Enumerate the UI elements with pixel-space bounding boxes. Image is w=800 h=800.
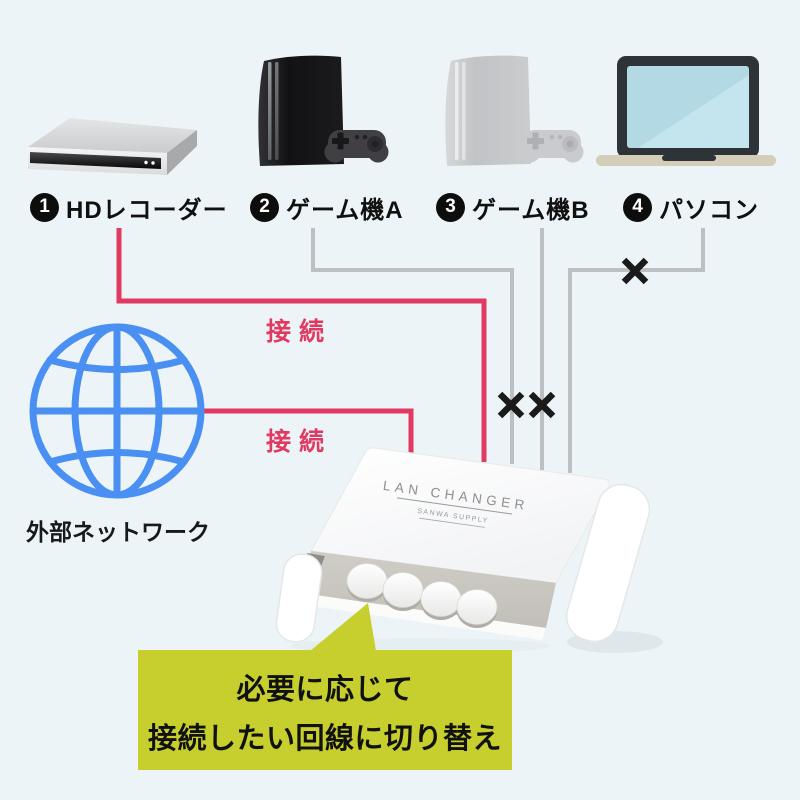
device-label-text: ゲーム機B xyxy=(472,196,590,224)
lan-changer-left-cap xyxy=(275,553,323,643)
callout-pointer xyxy=(310,603,376,651)
callout-bubble: 必要に応じて 接続したい回線に切り替え xyxy=(138,603,512,770)
selector-button-3 xyxy=(420,581,462,617)
globe-icon xyxy=(29,323,205,499)
disconnect-x-icon xyxy=(621,257,649,285)
lan-changer-right-cap xyxy=(565,483,651,643)
gamepad-icon xyxy=(519,130,584,163)
connection-label-2: 接続 xyxy=(266,428,333,456)
game-console-b-illustration xyxy=(445,55,584,166)
external-network-label: 外部ネットワーク xyxy=(26,519,210,545)
connection-label-1: 接続 xyxy=(266,318,333,346)
selector-button-1 xyxy=(346,563,388,599)
recorder-tray xyxy=(30,152,161,169)
connection-line-pc xyxy=(568,228,705,473)
device-label-4: 4 パソコン xyxy=(623,192,759,224)
disconnect-x-icon xyxy=(497,391,525,419)
device-label-2: 2 ゲーム機A xyxy=(250,192,404,224)
selector-button-4 xyxy=(456,589,498,625)
console-body xyxy=(445,55,531,166)
device-label-1: 1 HDレコーダー xyxy=(30,192,228,224)
device-label-text: ゲーム機A xyxy=(286,196,404,224)
gamepad-icon xyxy=(324,130,389,163)
device-label-text: パソコン xyxy=(659,196,759,224)
recorder-top xyxy=(28,118,197,153)
laptop-hinge-notch xyxy=(662,155,716,161)
selector-button-2 xyxy=(382,572,424,608)
device-number-badge: 3 xyxy=(436,192,465,222)
device-number-badge: 1 xyxy=(30,192,59,222)
hd-recorder-illustration xyxy=(28,118,197,175)
recorder-led xyxy=(144,160,148,165)
console-stripe xyxy=(275,62,279,160)
device-label-3: 3 ゲーム機B xyxy=(436,192,590,224)
game-console-a-illustration xyxy=(258,55,389,166)
callout-line-1: 必要に応じて xyxy=(236,673,414,706)
device-number-badge: 4 xyxy=(623,192,652,222)
connection-line-game-a xyxy=(311,228,514,464)
connection-line-external-network xyxy=(204,408,414,455)
lan-changer-lip xyxy=(298,593,546,640)
device-number-badge: 2 xyxy=(250,192,279,222)
console-stripe xyxy=(455,62,459,160)
disconnect-x-icon xyxy=(528,391,556,419)
lan-changer-illustration: LAN CHANGER SANWA SUPPLY xyxy=(275,447,663,654)
laptop-illustration xyxy=(596,56,776,166)
lan-changer-top xyxy=(310,447,610,584)
device-label-text: HDレコーダー xyxy=(66,196,228,224)
callout-line-2: 接続したい回線に切り替え xyxy=(147,722,502,755)
console-stripe xyxy=(462,62,466,160)
recorder-led xyxy=(151,161,155,165)
console-stripe xyxy=(268,62,272,160)
selector-buttons xyxy=(346,563,498,628)
connection-line-hd-recorder xyxy=(116,228,487,462)
recorder-side xyxy=(167,130,197,175)
console-body xyxy=(258,55,344,166)
laptop-screen-sheen xyxy=(638,75,749,148)
